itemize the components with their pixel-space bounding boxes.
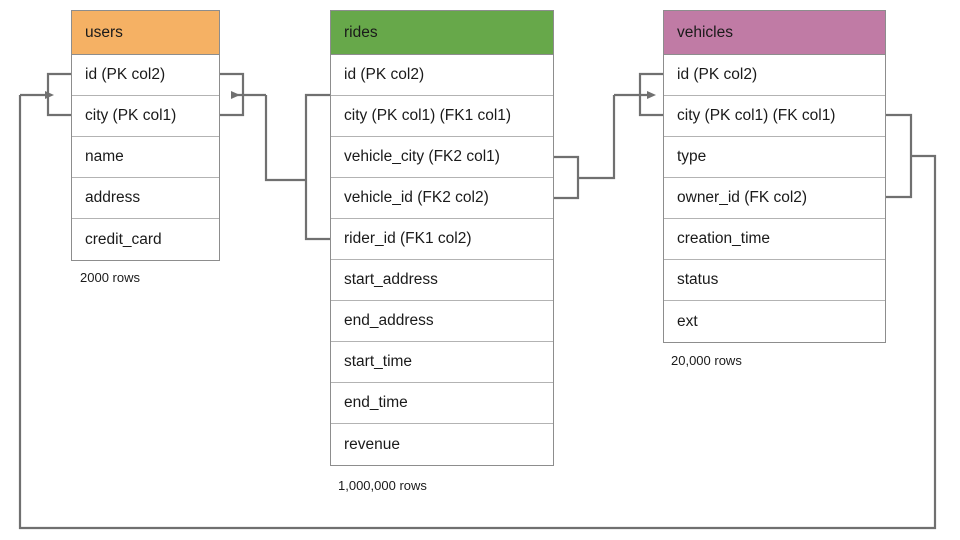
- field-label: city (PK col1) (FK1 col1): [344, 107, 512, 124]
- field-label: address: [85, 189, 141, 206]
- field-label: end_address: [344, 312, 434, 329]
- table-vehicles-field-city[interactable]: city (PK col1) (FK col1): [664, 96, 885, 137]
- table-rides-row-count: 1,000,000 rows: [338, 478, 427, 493]
- table-users-header: users: [72, 11, 219, 55]
- table-users-row-count: 2000 rows: [80, 270, 140, 285]
- wire-vehicles-fk-run: [18, 95, 937, 530]
- field-label: start_address: [344, 271, 438, 288]
- table-rides-field-rider-id[interactable]: rider_id (FK1 col2): [331, 219, 553, 260]
- wire-users-left-bracket: [46, 72, 71, 117]
- table-users-field-city[interactable]: city (PK col1): [72, 96, 219, 137]
- table-rides-field-vehicle-id[interactable]: vehicle_id (FK2 col2): [331, 178, 553, 219]
- table-users-field-credit-card[interactable]: credit_card: [72, 219, 219, 260]
- field-label: id (PK col2): [85, 66, 166, 83]
- table-rides-field-start-time[interactable]: start_time: [331, 342, 553, 383]
- table-rides-field-end-time[interactable]: end_time: [331, 383, 553, 424]
- table-vehicles-field-owner-id[interactable]: owner_id (FK col2): [664, 178, 885, 219]
- field-label: id (PK col2): [344, 66, 425, 83]
- table-users-field-id[interactable]: id (PK col2): [72, 55, 219, 96]
- field-label: vehicle_city (FK2 col1): [344, 148, 500, 165]
- table-users-field-name[interactable]: name: [72, 137, 219, 178]
- table-users-title: users: [85, 23, 123, 41]
- table-rides-field-start-address[interactable]: start_address: [331, 260, 553, 301]
- field-label: ext: [677, 312, 698, 330]
- table-rides-field-city[interactable]: city (PK col1) (FK1 col1): [331, 96, 553, 137]
- table-rides-header: rides: [331, 11, 553, 55]
- table-rides-field-end-address[interactable]: end_address: [331, 301, 553, 342]
- wire-rides-fk1-run: [264, 95, 306, 182]
- table-rides[interactable]: rides id (PK col2) city (PK col1) (FK1 c…: [330, 10, 554, 466]
- table-vehicles[interactable]: vehicles id (PK col2) city (PK col1) (FK…: [663, 10, 886, 343]
- table-users[interactable]: users id (PK col2) city (PK col1) name a…: [71, 10, 220, 261]
- field-label: end_time: [344, 394, 408, 411]
- field-label: revenue: [344, 435, 401, 453]
- field-label: vehicle_id (FK2 col2): [344, 189, 489, 206]
- table-rides-field-vehicle-city[interactable]: vehicle_city (FK2 col1): [331, 137, 553, 178]
- table-rides-field-id[interactable]: id (PK col2): [331, 55, 553, 96]
- table-rides-field-revenue[interactable]: revenue: [331, 424, 553, 465]
- field-label: start_time: [344, 353, 413, 370]
- field-label: owner_id (FK col2): [677, 189, 808, 206]
- field-label: name: [85, 148, 124, 165]
- table-rides-title: rides: [344, 23, 378, 41]
- field-label: status: [677, 271, 719, 288]
- table-vehicles-field-ext[interactable]: ext: [664, 301, 885, 342]
- table-vehicles-field-status[interactable]: status: [664, 260, 885, 301]
- wire-rides-fk1-bracket: [304, 93, 330, 241]
- table-vehicles-field-type[interactable]: type: [664, 137, 885, 178]
- table-users-field-address[interactable]: address: [72, 178, 219, 219]
- table-vehicles-row-count: 20,000 rows: [671, 353, 742, 368]
- field-label: credit_card: [85, 230, 162, 248]
- wire-users-right-bracket: [220, 72, 245, 117]
- wire-vehicles-left-bracket: [638, 72, 663, 117]
- table-vehicles-header: vehicles: [664, 11, 885, 55]
- field-label: city (PK col1): [85, 107, 177, 124]
- field-label: creation_time: [677, 230, 771, 247]
- wire-vehicles-right-bracket: [886, 113, 913, 199]
- field-label: id (PK col2): [677, 66, 758, 83]
- field-label: rider_id (FK1 col2): [344, 230, 472, 247]
- table-vehicles-field-creation-time[interactable]: creation_time: [664, 219, 885, 260]
- wire-rides-fk2-run: [578, 95, 616, 180]
- wire-rides-fk2-bracket: [554, 155, 580, 200]
- field-label: city (PK col1) (FK col1): [677, 107, 836, 124]
- table-vehicles-title: vehicles: [677, 23, 733, 41]
- field-label: type: [677, 148, 707, 165]
- table-vehicles-field-id[interactable]: id (PK col2): [664, 55, 885, 96]
